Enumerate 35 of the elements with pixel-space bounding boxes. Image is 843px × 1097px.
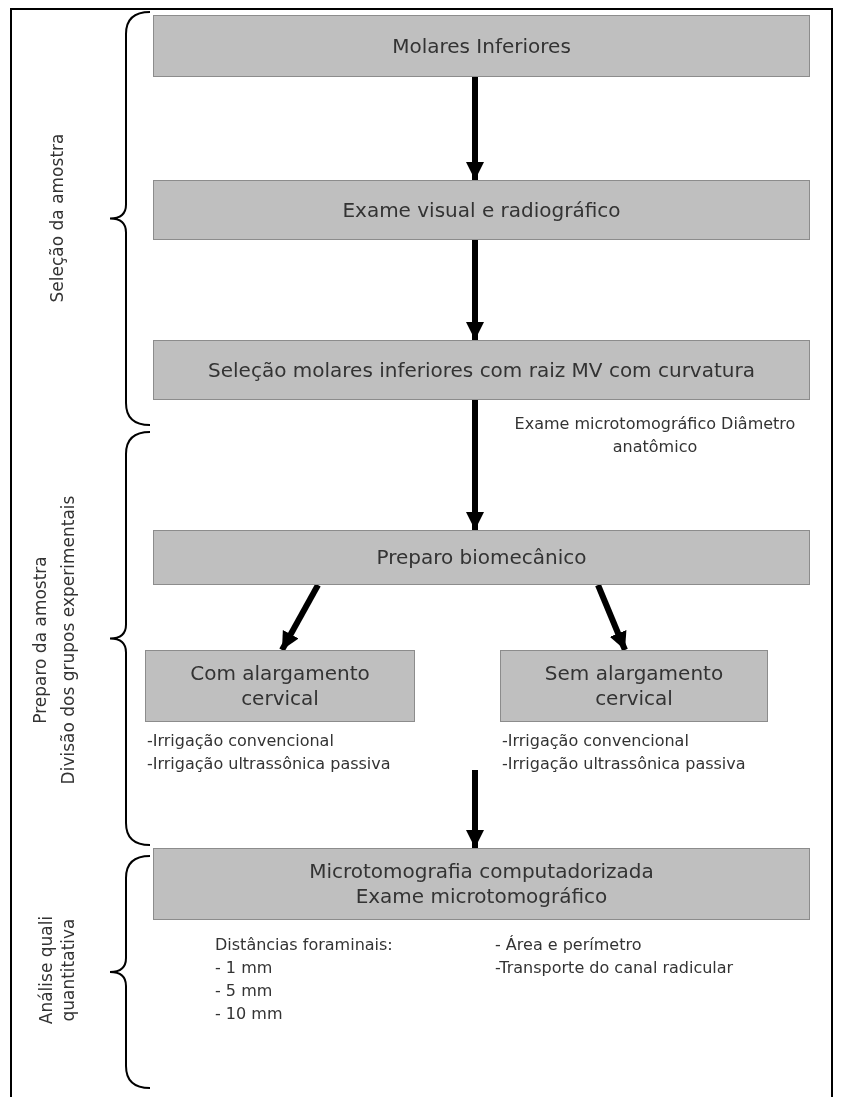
box-text: Exame visual e radiográfico [342,197,621,223]
process-box [153,180,810,240]
process-box [153,848,810,920]
bullet-text: -Irrigação ultrassônica passiva [147,753,391,775]
note-text: - 5 mm [215,980,273,1002]
arrow [595,583,628,652]
box-text: Microtomografia computadorizada [309,859,654,884]
note-text: - Área e perímetro [495,934,642,956]
box-text: Molares Inferiores [392,33,571,59]
note-text: -Transporte do canal radicular [495,957,734,979]
bracket-label: Seleção da amostra [46,132,68,305]
box-text: Exame microtomográfico [355,884,608,909]
process-box [153,530,810,585]
note-text: Distâncias foraminais: [215,934,393,956]
process-box [153,15,810,77]
bracket-label: Análise quali quantitativa [35,914,79,1027]
arrow [466,400,484,530]
bracket-label: Divisão dos grupos experimentais [57,494,79,787]
bullet-text: -Irrigação convencional [147,730,334,752]
box-text: Sem alargamento cervical [543,661,725,711]
arrow [279,583,321,652]
process-box [145,650,415,722]
arrow [466,240,484,340]
process-box [500,650,768,722]
arrow [466,770,484,848]
box-text: Preparo biomecânico [376,545,587,570]
bracket-label: Preparo da amostra [29,555,51,726]
bullet-text: -Irrigação ultrassônica passiva [502,753,746,775]
note-text: - 10 mm [215,1003,283,1025]
note-text: - 1 mm [215,957,273,979]
process-box [153,340,810,400]
box-text: Com alargamento cervical [189,661,371,711]
bullet-text: -Irrigação convencional [502,730,689,752]
box-text: Seleção molares inferiores com raiz MV com curvatura [208,357,755,383]
arrow [466,77,484,180]
